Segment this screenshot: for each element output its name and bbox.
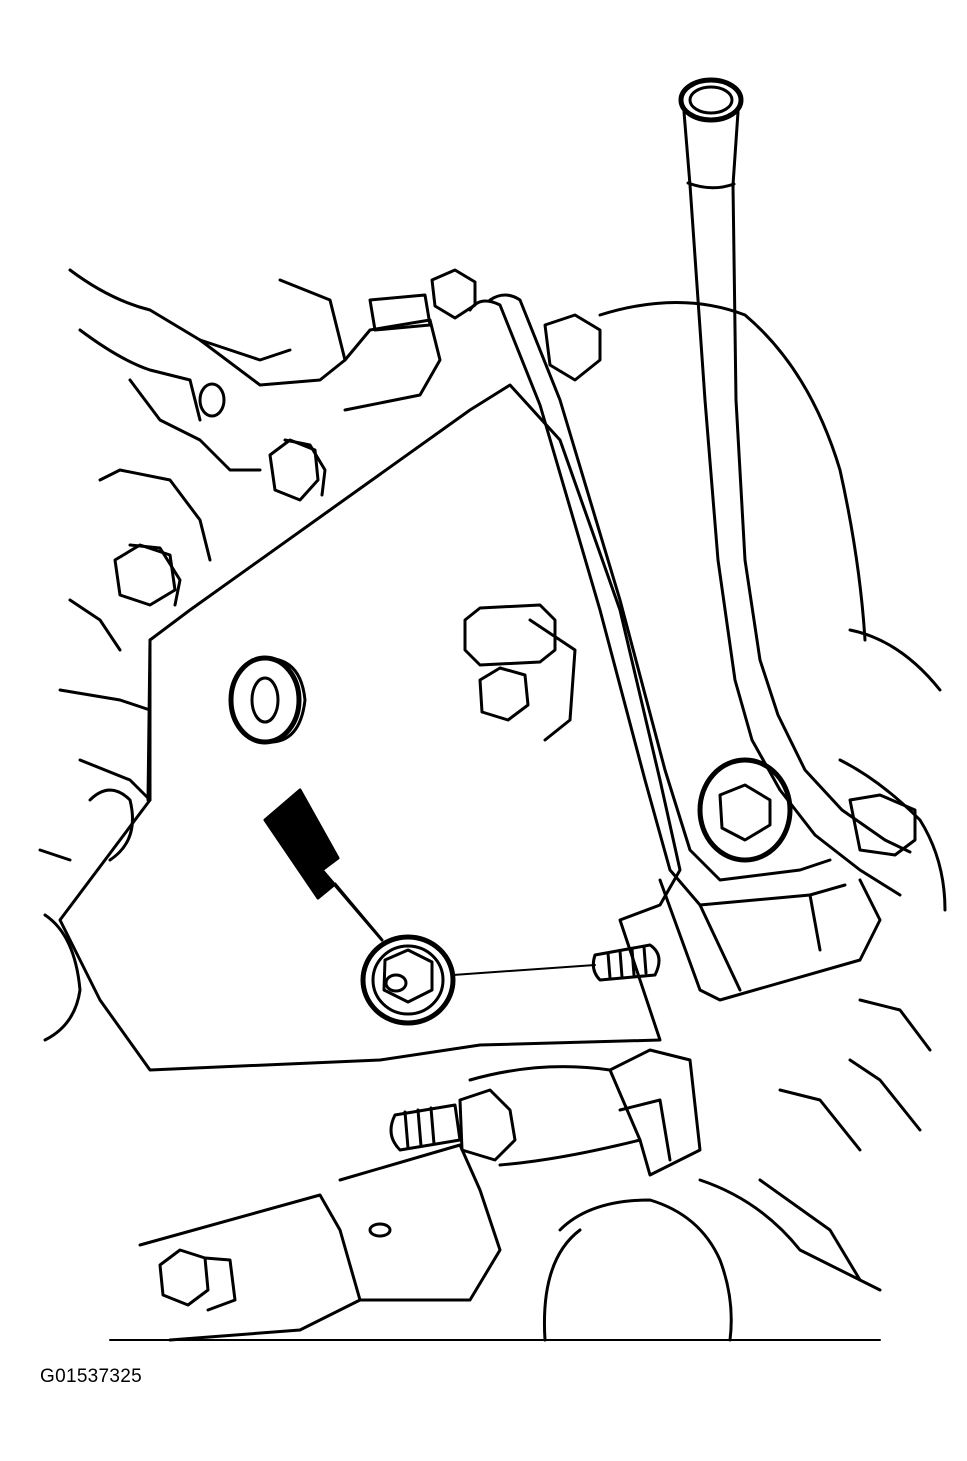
upper-bolts [113,268,602,607]
mounting-plate [58,383,682,1072]
mount-bracket-frame [468,293,882,1002]
figure-code: G01537325 [40,1366,143,1387]
hex-nut-with-washer [360,934,456,1026]
lower-pulley [542,1178,882,1342]
stud [452,943,661,982]
right-side-details [778,793,932,1152]
center-bolts [463,603,577,742]
plate-sleeve [228,655,307,745]
lower-bracket [138,1143,502,1342]
arrow-icon [263,788,384,942]
engine-block-upper-left [38,268,442,1042]
transmission-housing [598,301,947,912]
bracket-bushing [697,757,793,863]
dipstick-tube [678,77,912,897]
lower-mount [389,1048,702,1177]
